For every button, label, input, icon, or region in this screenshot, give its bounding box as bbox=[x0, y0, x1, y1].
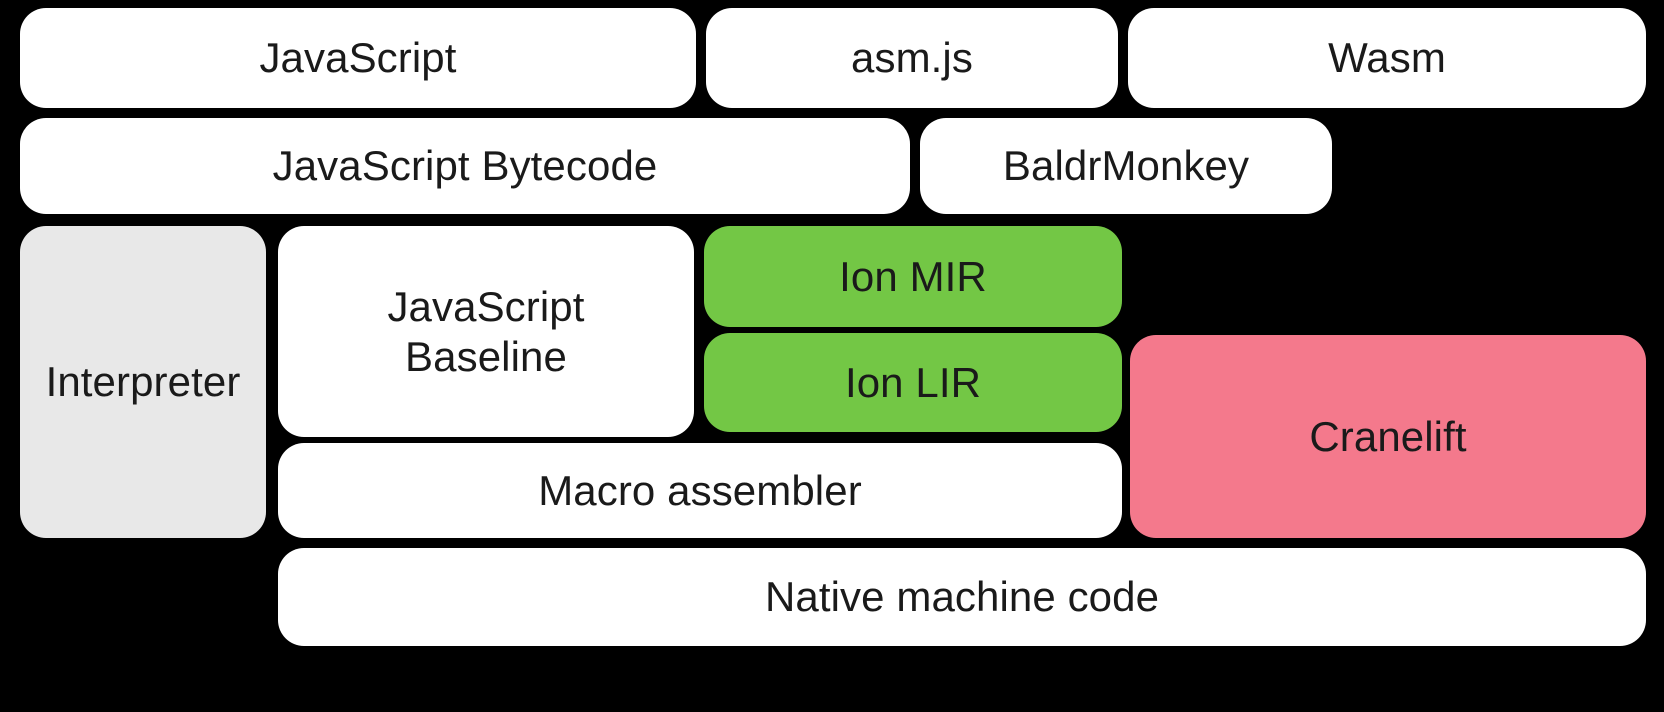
node-native-machine-code[interactable]: Native machine code bbox=[278, 548, 1646, 646]
node-ion-lir[interactable]: Ion LIR bbox=[704, 333, 1122, 432]
node-cranelift[interactable]: Cranelift bbox=[1130, 335, 1646, 538]
node-ion-mir[interactable]: Ion MIR bbox=[704, 226, 1122, 327]
node-asmjs[interactable]: asm.js bbox=[706, 8, 1118, 108]
node-wasm[interactable]: Wasm bbox=[1128, 8, 1646, 108]
node-baldrmonkey[interactable]: BaldrMonkey bbox=[920, 118, 1332, 214]
node-macro-assembler[interactable]: Macro assembler bbox=[278, 443, 1122, 538]
node-interpreter[interactable]: Interpreter bbox=[20, 226, 266, 538]
node-javascript[interactable]: JavaScript bbox=[20, 8, 696, 108]
node-javascript-bytecode[interactable]: JavaScript Bytecode bbox=[20, 118, 910, 214]
node-javascript-baseline[interactable]: JavaScript Baseline bbox=[278, 226, 694, 437]
